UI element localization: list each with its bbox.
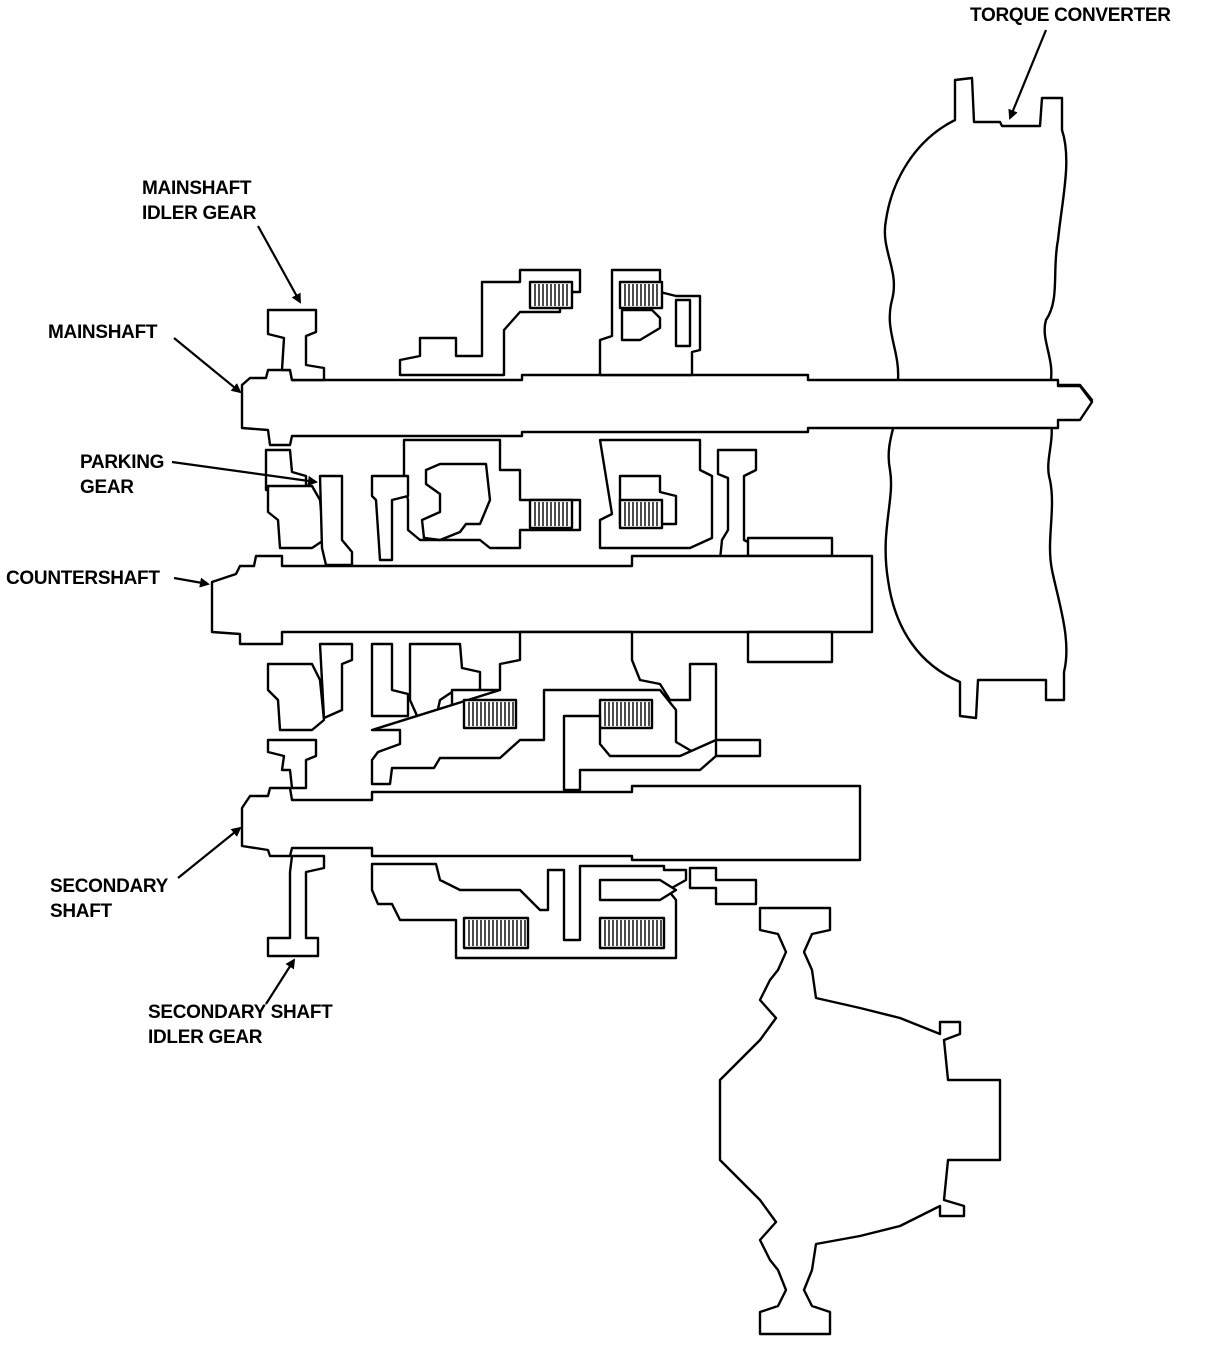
secondary-shaft — [240, 784, 862, 862]
label-secondary-shaft: SECONDARY SHAFT — [50, 876, 168, 922]
label-torque-converter: TORQUE CONVERTER — [970, 5, 1171, 26]
label-secondary-shaft-idler-gear: SECONDARY SHAFT IDLER GEAR — [148, 1002, 333, 1048]
countershaft-lower-gear-stack — [266, 630, 762, 792]
countershaft-gear-stack — [370, 448, 834, 562]
label-mainshaft: MAINSHAFT — [48, 322, 158, 343]
label-mainshaft-idler-gear: MAINSHAFT IDLER GEAR — [142, 178, 257, 224]
leader-lines — [171, 29, 1048, 1005]
countershaft — [210, 554, 874, 664]
label-countershaft: COUNTERSHAFT — [6, 568, 160, 589]
gear-teeth-hatching — [468, 284, 662, 946]
mainshaft-upper-clutch-assembly — [398, 268, 702, 377]
differential — [718, 906, 1002, 1336]
secondary-shaft-idler-gear — [266, 738, 326, 958]
parking-gear — [266, 474, 354, 567]
mainshaft-lower-clutch-assembly — [402, 438, 714, 550]
label-parking-gear: PARKING GEAR — [80, 452, 165, 498]
secondary-shaft-lower-clutch-assembly — [370, 862, 758, 960]
